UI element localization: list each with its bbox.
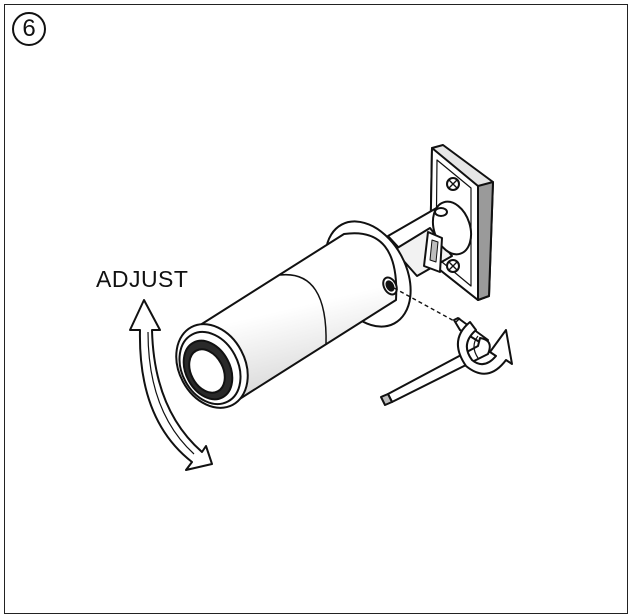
step-number-badge: 6: [12, 12, 46, 46]
bracket-screw-bottom: [446, 259, 460, 273]
guide-dashed-line: [393, 287, 457, 323]
circular-arrow-icon: [457, 321, 513, 375]
adjust-label: ADJUST: [96, 266, 189, 292]
mount-arm: [387, 200, 473, 277]
bullet-camera-icon: [175, 220, 412, 409]
camera-adjust-illustration: [129, 144, 513, 471]
curved-double-arrow-icon: [129, 299, 213, 471]
step-number: 6: [22, 15, 36, 42]
bracket-screw-top: [446, 177, 460, 191]
